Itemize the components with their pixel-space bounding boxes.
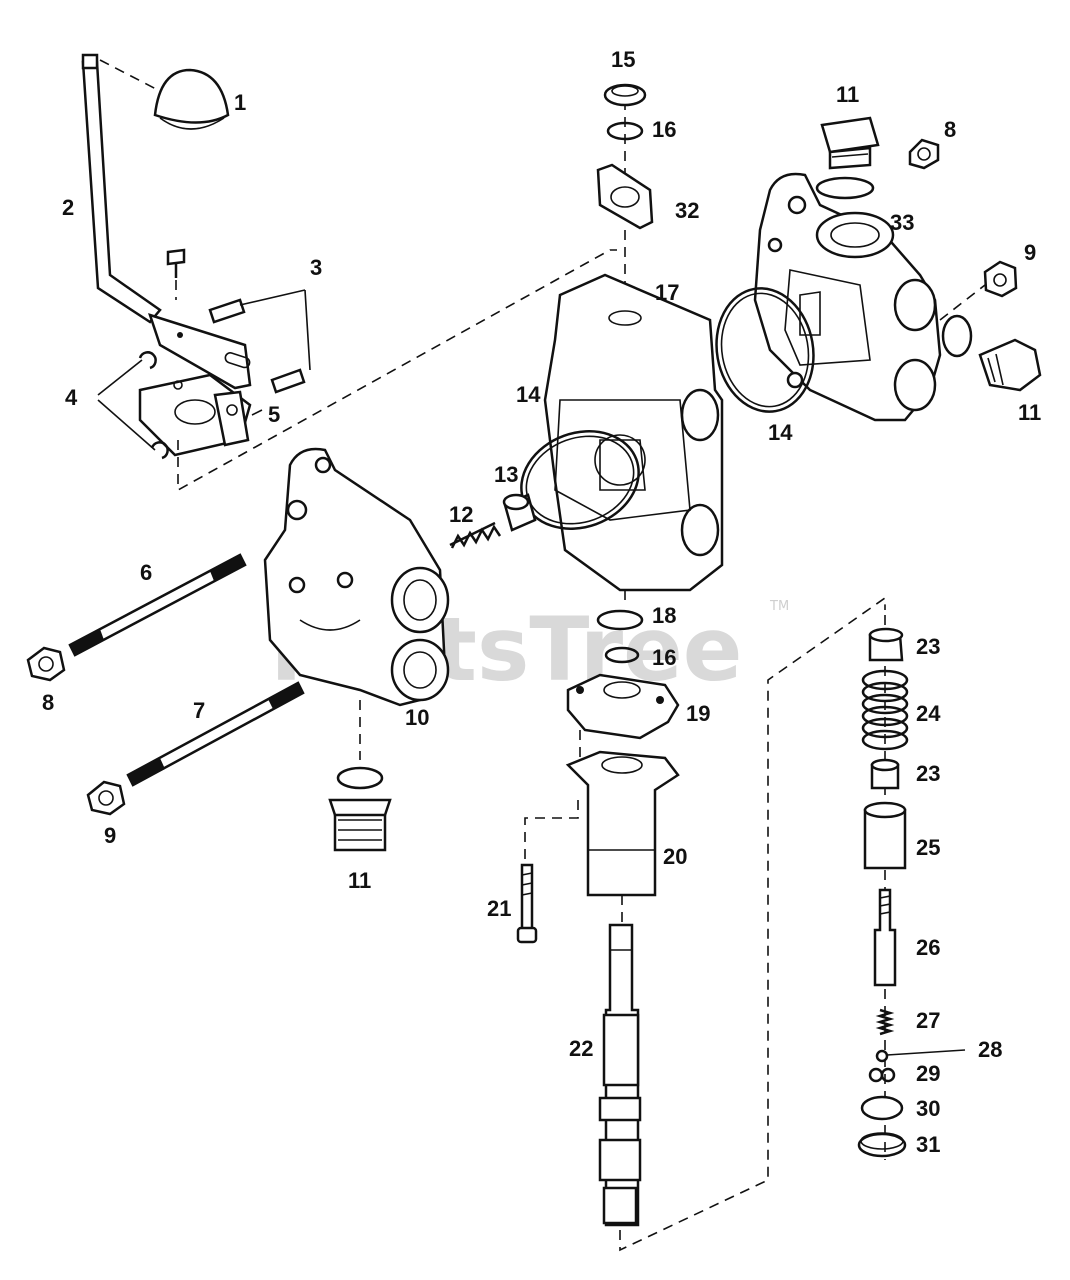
lever-assembly [81,53,617,492]
part-22-spool[interactable] [598,923,642,1227]
part-16-o-ring-bottom[interactable] [604,646,640,664]
label-part-25: 25 [916,835,940,860]
label-part-15: 15 [611,47,635,72]
part-23-spring-seat-top[interactable] [868,627,904,662]
part-14-o-ring-right[interactable] [707,281,823,420]
label-part-13: 13 [494,462,518,487]
part-11-plug-bottom[interactable] [328,798,392,852]
label-part-1: 1 [234,90,246,115]
part-17-valve-body[interactable] [543,273,724,592]
part-9-nut-right[interactable] [983,260,1018,298]
label-part-29: 29 [916,1061,940,1086]
part-24-spring[interactable] [861,669,909,751]
label-part-33: 33 [890,210,914,235]
left-housing [26,447,450,852]
part-29-shims[interactable] [868,1067,896,1083]
part-2-lever[interactable] [81,53,162,324]
label-part-12: 12 [449,502,473,527]
label-part-32: 32 [675,198,699,223]
label-part-26: 26 [916,935,940,960]
label-part-2: 2 [62,195,74,220]
part-link-plate[interactable] [148,313,252,390]
part-1-knob[interactable] [153,68,230,130]
label-part-14-left: 14 [516,382,541,407]
label-part-23-bottom: 23 [916,761,940,786]
label-part-4: 4 [65,385,78,410]
part-23-spring-seat-bottom[interactable] [870,758,900,790]
label-part-8-left: 8 [42,690,54,715]
label-part-17: 17 [655,280,679,305]
label-part-24: 24 [916,701,941,726]
part-20-bonnet[interactable] [565,750,680,897]
part-9-nut[interactable] [86,780,126,816]
label-part-31: 31 [916,1132,940,1157]
label-part-10: 10 [405,705,429,730]
part-25-sleeve[interactable] [863,801,907,870]
label-part-21: 21 [487,896,511,921]
label-part-22: 22 [569,1036,593,1061]
right-housing [707,116,1042,422]
part-6-tie-rod[interactable] [68,553,247,657]
part-screw-top[interactable] [166,248,186,278]
part-26-poppet-stem[interactable] [873,888,897,987]
part-21-screw[interactable] [516,863,538,944]
part-10-end-cap-housing[interactable] [263,447,450,707]
label-part-7: 7 [193,698,205,723]
label-part-11-top: 11 [836,82,859,107]
label-part-16-bottom: 16 [652,645,676,670]
part-33-end-housing[interactable] [753,172,942,422]
part-15-seal[interactable] [603,83,647,107]
part-labels: 1 2 3 4 5 6 7 8 8 9 9 10 11 11 11 12 13 … [42,47,1041,1157]
part-8-nut-top[interactable] [908,138,940,170]
label-part-11-bottom: 11 [348,868,371,893]
label-part-19: 19 [686,701,710,726]
label-part-28: 28 [978,1037,1002,1062]
part-32-gasket[interactable] [596,163,654,230]
part-o-ring-right[interactable] [941,314,973,358]
part-3-bolts[interactable] [208,298,306,394]
relief-valve-stack [857,615,966,1160]
part-o-ring-left[interactable] [336,766,384,790]
part-30-disc[interactable] [860,1095,904,1121]
part-28-ball[interactable] [875,1049,889,1063]
part-13-poppet[interactable] [502,493,537,532]
watermark-trademark: TM [769,599,789,614]
label-part-5: 5 [268,402,280,427]
part-18-o-ring[interactable] [596,609,644,631]
label-part-30: 30 [916,1096,940,1121]
label-part-27: 27 [916,1008,940,1033]
center-section [449,83,886,1252]
label-part-11-right: 11 [1018,400,1041,425]
part-12-spring[interactable] [449,521,502,549]
label-part-16-top: 16 [652,117,676,142]
label-part-9-left: 9 [104,823,116,848]
label-part-18: 18 [652,603,676,628]
part-7-tie-rod[interactable] [126,681,305,787]
part-8-nut[interactable] [26,646,66,682]
part-o-ring-top-right[interactable] [815,176,875,200]
label-part-3: 3 [310,255,322,280]
part-4-clips[interactable] [138,351,169,460]
part-5-bracket[interactable] [138,373,252,457]
label-part-23-top: 23 [916,634,940,659]
part-31-snap-ring[interactable] [857,1132,907,1158]
label-part-6: 6 [140,560,152,585]
part-19-cap[interactable] [566,673,680,740]
label-part-20: 20 [663,844,687,869]
label-part-8-right: 8 [944,117,956,142]
part-16-o-ring-top[interactable] [606,121,644,141]
part-11-plug-top[interactable] [820,116,880,170]
part-27-spring-small[interactable] [875,1008,895,1036]
label-part-9-right: 9 [1024,240,1036,265]
label-part-14-right: 14 [768,420,793,445]
part-11-plug-right[interactable] [978,338,1042,392]
